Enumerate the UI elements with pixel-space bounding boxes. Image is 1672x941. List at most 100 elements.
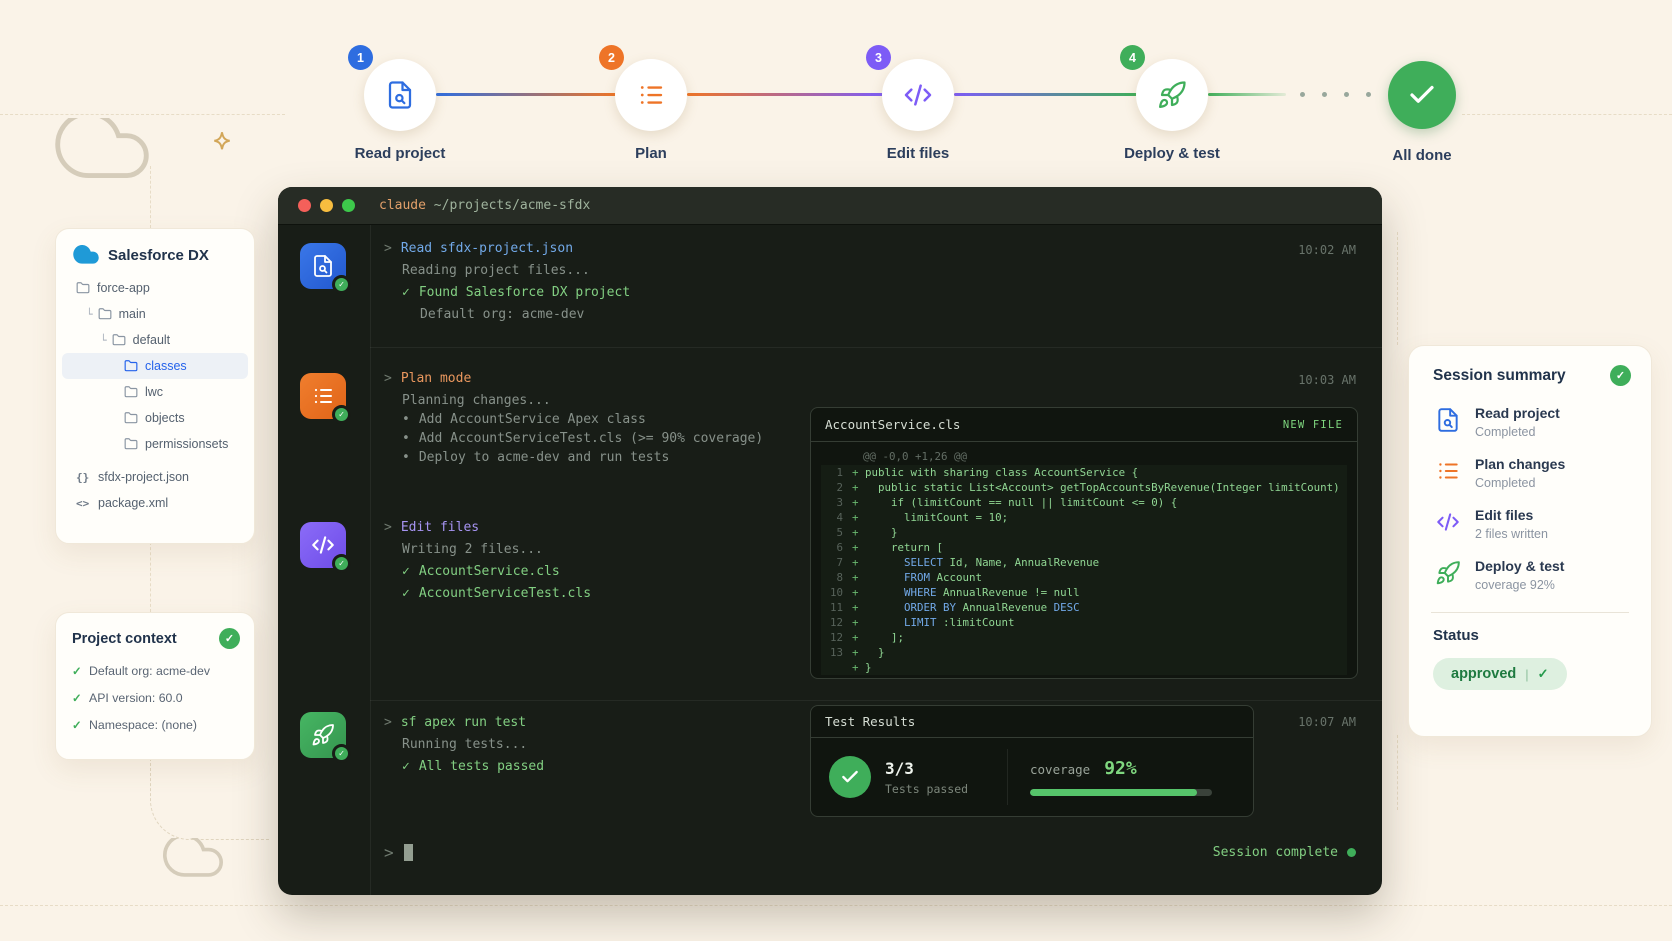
zoom-button[interactable]: [342, 199, 355, 212]
tree-item-package-xml[interactable]: <> package.xml: [62, 490, 248, 516]
dashed-connector: [150, 542, 151, 612]
folder-icon: [124, 438, 138, 450]
diff-plus-icon: +: [852, 541, 859, 554]
summary-item-title: Plan changes: [1475, 456, 1566, 472]
diff-code: public with sharing class AccountService…: [865, 466, 1139, 479]
diff-line-number: [821, 660, 843, 675]
status-dot-icon: [1347, 848, 1356, 857]
deploy-step-icon: ✓: [300, 712, 351, 763]
timestamp: 10:03 AM: [1298, 373, 1356, 387]
status-badge: approved | ✓: [1433, 658, 1567, 690]
tree-item-label: lwc: [145, 385, 164, 399]
plan-bullet: Deploy to acme-dev and run tests: [418, 450, 670, 465]
diff-plus-icon: +: [852, 511, 859, 524]
diff-code: ORDER BY AnnualRevenue DESC: [904, 601, 1080, 614]
terminal-section-plan: >Plan mode Planning changes... •Add Acco…: [384, 371, 763, 465]
terminal-titlebar[interactable]: claude ~/projects/acme-sfdx: [278, 187, 1382, 225]
list-icon: [1435, 458, 1461, 484]
terminal-section-test: >sf apex run test Running tests... ✓All …: [384, 715, 544, 774]
code-icon: [904, 84, 932, 106]
code-icon: [1435, 509, 1461, 535]
diff-code: limitCount = 10;: [904, 511, 1009, 524]
check-badge-icon: ✓: [332, 275, 351, 294]
step-number-badge: 3: [866, 45, 891, 70]
pill-separator-icon: |: [1525, 666, 1529, 682]
summary-item-edit-files: Edit files 2 files written: [1409, 498, 1651, 549]
summary-item-sub: 2 files written: [1475, 527, 1548, 541]
diff-code: public static List<Account> getTopAccoun…: [878, 481, 1347, 494]
step-circle: [364, 59, 436, 131]
bullet-icon: •: [402, 450, 410, 465]
diff-line: 7+ SELECT Id, Name, AnnualRevenue: [821, 555, 1347, 570]
diff-line: 11+ ORDER BY AnnualRevenue DESC: [821, 600, 1347, 615]
tree-item-objects[interactable]: objects: [62, 405, 248, 431]
success-line: AccountService.cls: [418, 564, 560, 579]
tree-item-label: default: [132, 333, 171, 347]
diff-line-number: 3: [836, 496, 843, 509]
diff-plus-icon: +: [852, 556, 859, 569]
diff-panel: AccountService.cls NEW FILE @@ -0,0 +1,2…: [810, 407, 1358, 679]
folder-icon: [98, 308, 112, 320]
terminal-prompt[interactable]: >: [384, 843, 413, 862]
output-line: Writing 2 files...: [402, 542, 543, 557]
tree-item-default[interactable]: └ default: [62, 327, 248, 353]
diff-code: SELECT Id, Name, AnnualRevenue: [904, 556, 1100, 569]
tree-item-label: force-app: [97, 281, 150, 295]
dashed-connector: [1397, 735, 1398, 810]
minimize-button[interactable]: [320, 199, 333, 212]
summary-item-sub: coverage 92%: [1475, 578, 1555, 592]
coverage-bar-fill: [1030, 789, 1198, 796]
prompt-chevron-icon: >: [384, 371, 392, 386]
diff-plus-icon: +: [852, 661, 859, 674]
diff-line-number: 12: [829, 631, 843, 644]
step-read-project: 1 Read project: [348, 45, 445, 162]
diff-filename: AccountService.cls: [825, 417, 961, 432]
diff-plus-icon: +: [852, 481, 859, 494]
summary-item-plan-changes: Plan changes Completed: [1409, 447, 1651, 498]
diff-line-number: 4: [836, 511, 843, 524]
step-edit-files: 3 Edit files: [866, 45, 954, 162]
coverage-value: 92%: [1104, 758, 1137, 779]
diff-line: 12+ LIMIT :limitCount: [821, 615, 1347, 630]
diff-plus-icon: +: [852, 571, 859, 584]
tree-connector-icon: └: [86, 307, 93, 321]
panel-title: Session summary: [1433, 366, 1566, 384]
folder-icon: [124, 412, 138, 424]
tree-item-permissionsets[interactable]: permissionsets: [62, 431, 248, 457]
check-badge-icon: ✓: [219, 628, 240, 649]
tree-item-label: package.xml: [98, 496, 169, 510]
step-label: Plan: [635, 145, 667, 162]
diff-line: 5+ }: [821, 525, 1347, 540]
rocket-icon: [312, 724, 334, 746]
output-line: Default org: acme-dev: [420, 307, 585, 322]
dashed-connector: [150, 690, 270, 840]
diff-plus-icon: +: [852, 601, 859, 614]
status-heading: Status: [1433, 627, 1479, 644]
tree-item-lwc[interactable]: lwc: [62, 379, 248, 405]
diff-plus-icon: +: [852, 631, 859, 644]
grid-line: [0, 905, 1672, 906]
diff-line: 13+ }: [821, 645, 1347, 660]
section-divider: [370, 347, 1382, 348]
tree-item-label: objects: [145, 411, 185, 425]
tree-item-classes[interactable]: classes: [62, 353, 248, 379]
read-step-icon: ✓: [300, 243, 351, 294]
step-number-badge: 1: [348, 45, 373, 70]
tree-item-sfdx-project-json[interactable]: {} sfdx-project.json: [62, 464, 248, 490]
connector-dot: [1300, 92, 1305, 97]
context-item-label: Default org: acme-dev: [89, 663, 210, 678]
diff-line: 3+ if (limitCount == null || limitCount …: [821, 495, 1347, 510]
step-label: Edit files: [886, 145, 950, 162]
step-number-badge: 2: [599, 45, 624, 70]
close-button[interactable]: [298, 199, 311, 212]
bullet-icon: •: [402, 431, 410, 446]
all-done-circle: [1388, 61, 1456, 129]
summary-item-read-project: Read project Completed: [1409, 396, 1651, 447]
tree-item-force-app[interactable]: force-app: [62, 275, 248, 301]
rocket-icon: [1435, 560, 1461, 586]
test-results-title: Test Results: [811, 706, 1253, 738]
context-item: ✓ Namespace: (none): [56, 711, 254, 738]
tree-item-main[interactable]: └ main: [62, 301, 248, 327]
terminal-section-read: >Read sfdx-project.json Reading project …: [384, 241, 630, 322]
list-icon: [314, 388, 332, 404]
